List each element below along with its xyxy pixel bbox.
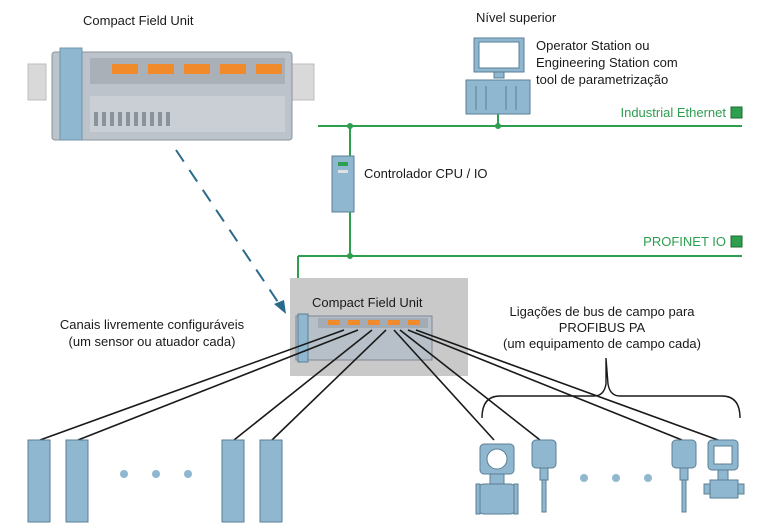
workstation-icon: [465, 37, 531, 115]
controller-label: Controlador CPU / IO: [364, 166, 488, 181]
ethernet-junction: [347, 123, 353, 129]
upper-level-desc-line3: tool de parametrização: [536, 72, 668, 87]
industrial-ethernet-label: Industrial Ethernet: [620, 105, 726, 120]
upper-level-desc-line1: Operator Station ou: [536, 38, 649, 53]
profinet-label: PROFINET IO: [643, 234, 726, 249]
temperature-sensor-icon-2: [671, 439, 697, 513]
channel-wires: [39, 329, 719, 441]
io-channel-blocks: [27, 439, 283, 523]
compact-field-unit-photo: [27, 47, 315, 141]
center-unit-device: [295, 313, 433, 363]
industrial-ethernet-marker: [730, 106, 743, 119]
io-block: [259, 439, 283, 523]
io-block: [221, 439, 245, 523]
pressure-transmitter-icon: [703, 439, 745, 499]
zoom-arrow-head: [274, 300, 286, 314]
fieldbus-brace: [481, 357, 741, 419]
network-lines: [297, 114, 742, 314]
temperature-sensor-icon: [531, 439, 557, 513]
flow-meter-icon: [475, 443, 519, 515]
field-device-ellipsis-dots: [580, 474, 652, 482]
upper-level-heading: Nível superior: [476, 10, 557, 25]
io-block: [65, 439, 89, 523]
fieldbus-line3: (um equipamento de campo cada): [503, 336, 701, 351]
fieldbus-line2: PROFIBUS PA: [559, 320, 646, 335]
left-channels-line1: Canais livremente configuráveis: [60, 317, 245, 332]
io-block: [27, 439, 51, 523]
upper-level-desc-line2: Engineering Station com: [536, 55, 678, 70]
top-left-unit-title: Compact Field Unit: [83, 13, 194, 28]
io-ellipsis-dots: [120, 470, 192, 478]
profinet-marker: [730, 235, 743, 248]
ethernet-workstation-junction: [495, 123, 501, 129]
center-unit-label: Compact Field Unit: [312, 295, 423, 310]
controller-cpu-icon: [331, 155, 355, 213]
left-channels-line2: (um sensor ou atuador cada): [69, 334, 236, 349]
fieldbus-line1: Ligações de bus de campo para: [509, 304, 695, 319]
profinet-junction: [347, 253, 353, 259]
zoom-dashed-link: [175, 149, 283, 309]
